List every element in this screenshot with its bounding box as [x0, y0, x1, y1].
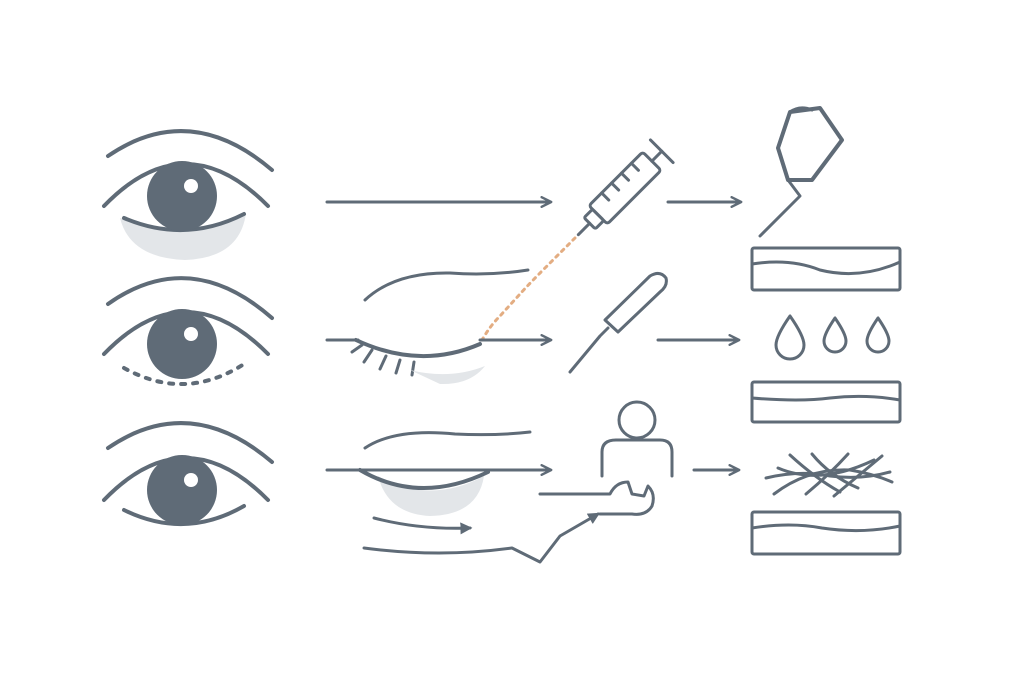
eye-icon-1: [102, 129, 274, 260]
skin-layer-1: [750, 246, 902, 292]
skin-layer-2: [750, 380, 902, 424]
wrench-icon: [538, 480, 655, 516]
eye-icon-2: [102, 276, 274, 386]
gel-tube-icon: [758, 106, 844, 238]
drops-icon: [774, 314, 891, 361]
skin-layer-3: [750, 510, 902, 556]
tangled-fibers-icon: [764, 452, 894, 498]
specialist-person-icon: [600, 400, 674, 478]
applicator-icon: [568, 271, 668, 374]
lift-arrow-lower: [362, 512, 601, 564]
lifted-eyelid-icon: [325, 430, 553, 516]
closed-eyelid-icon: [325, 268, 530, 385]
eye-icon-3: [102, 421, 274, 526]
lift-arrow-upper: [372, 516, 473, 535]
syringe-icon: [576, 138, 675, 237]
needle-injection-trail: [480, 236, 577, 342]
